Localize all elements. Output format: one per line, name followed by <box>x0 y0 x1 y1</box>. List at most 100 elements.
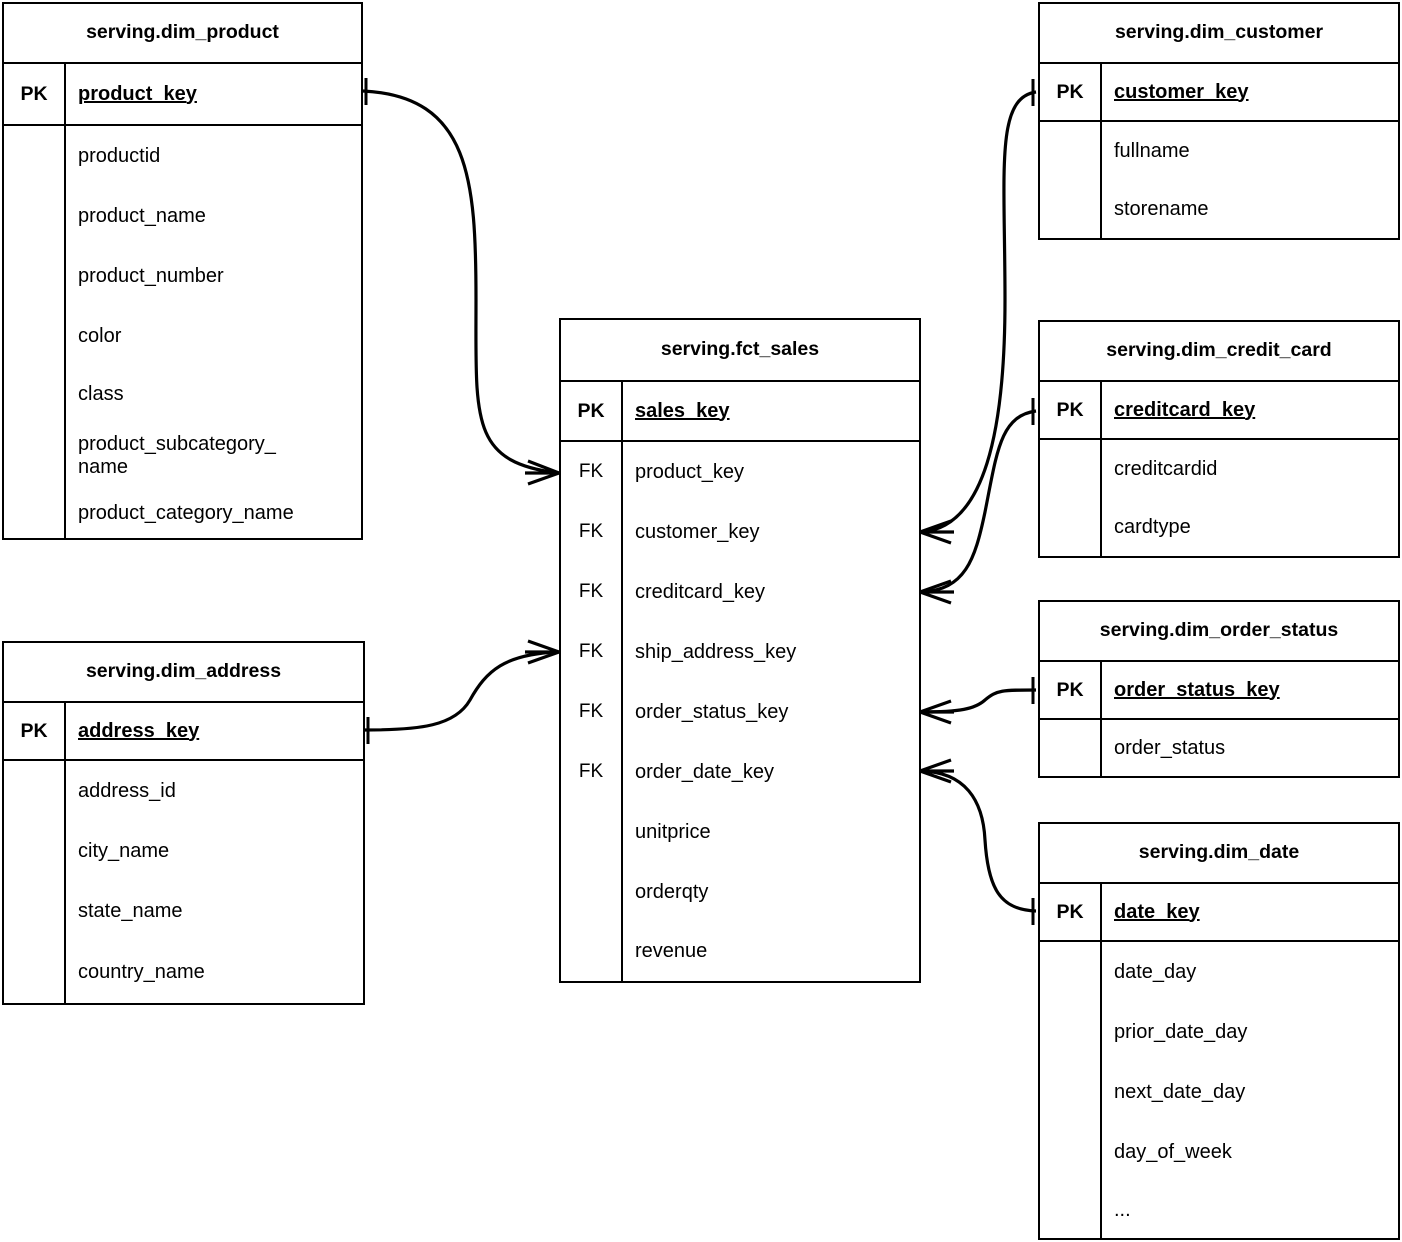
relationship-product-to-sales <box>362 78 560 486</box>
attribute-row: productid <box>78 144 161 167</box>
attribute-name-column: creditcardid cardtype <box>1102 440 1398 556</box>
attribute-row: prior_date_day <box>1114 1020 1248 1043</box>
entity-title: serving.dim_order_status <box>1040 602 1398 662</box>
attribute-row: product_name <box>78 204 206 227</box>
entity-attributes: productid product_name product_number co… <box>4 126 361 538</box>
entity-pk-row[interactable]: PK address_key <box>4 703 363 761</box>
pk-column-name: product_key <box>78 82 197 105</box>
attr-key <box>561 922 621 981</box>
attribute-row: revenue <box>635 940 708 963</box>
attr-key <box>4 488 64 538</box>
attribute-key-column <box>1040 440 1102 556</box>
entity-pk-row[interactable]: PK product_key <box>4 64 361 126</box>
attribute-key-column <box>4 761 66 1003</box>
entity-dim-date[interactable]: serving.dim_date PK date_key date_day pr… <box>1038 822 1400 1240</box>
attribute-name-column: product_key customer_key creditcard_key … <box>623 442 919 981</box>
entity-title: serving.dim_date <box>1040 824 1398 884</box>
crowfoot-sales-date <box>919 758 954 784</box>
attr-key <box>1040 1062 1100 1122</box>
pk-badge: PK <box>1040 382 1102 438</box>
entity-fct-sales[interactable]: serving.fct_sales PK sales_key FK FK FK … <box>559 318 921 983</box>
attribute-row: customer_key <box>635 520 760 543</box>
attr-key <box>1040 440 1100 498</box>
entity-pk-row[interactable]: PK customer_key <box>1040 64 1398 122</box>
entity-attributes: FK FK FK FK FK FK product_key customer_k… <box>561 442 919 981</box>
fk-badge: FK <box>578 761 604 782</box>
attr-key <box>4 246 64 306</box>
fk-badge: FK <box>578 641 604 662</box>
attribute-key-column <box>1040 122 1102 238</box>
pk-badge: PK <box>1040 662 1102 718</box>
attr-key <box>561 802 621 862</box>
pk-column-name: order_status_key <box>1114 678 1280 701</box>
fk-badge: FK <box>578 581 604 602</box>
entity-dim-order-status[interactable]: serving.dim_order_status PK order_status… <box>1038 600 1400 778</box>
attribute-row: address_id <box>78 779 176 802</box>
attr-key <box>4 126 64 186</box>
entity-pk-row[interactable]: PK sales_key <box>561 382 919 442</box>
entity-pk-row[interactable]: PK creditcard_key <box>1040 382 1398 440</box>
fk-badge: FK <box>578 521 604 542</box>
attribute-name-column: address_id city_name state_name country_… <box>66 761 363 1003</box>
crowfoot-sales-customer <box>919 519 954 545</box>
attribute-name-column: fullname storename <box>1102 122 1398 238</box>
entity-pk-row[interactable]: PK date_key <box>1040 884 1398 942</box>
relationship-sales-to-date <box>919 758 1037 925</box>
attr-key <box>4 423 64 488</box>
attribute-row: unitprice <box>635 820 711 843</box>
entity-dim-credit-card[interactable]: serving.dim_credit_card PK creditcard_ke… <box>1038 320 1400 558</box>
entity-title: serving.dim_credit_card <box>1040 322 1398 382</box>
entity-pk-row[interactable]: PK order_status_key <box>1040 662 1398 720</box>
attribute-name-column: date_day prior_date_day next_date_day da… <box>1102 942 1398 1238</box>
entity-dim-product[interactable]: serving.dim_product PK product_key produ… <box>2 2 363 540</box>
entity-dim-address[interactable]: serving.dim_address PK address_key addre… <box>2 641 365 1005</box>
attribute-row: cardtype <box>1114 515 1191 538</box>
attribute-row: orderqty <box>635 880 709 903</box>
attr-key <box>1040 720 1100 776</box>
attribute-row: order_status <box>1114 736 1226 759</box>
attribute-row: day_of_week <box>1114 1140 1232 1163</box>
attribute-row: date_day <box>1114 960 1197 983</box>
relationship-address-to-sales <box>364 639 560 744</box>
pk-column-name: sales_key <box>635 399 730 422</box>
attribute-row: product_key <box>635 460 744 483</box>
attribute-row: state_name <box>78 899 183 922</box>
entity-dim-customer[interactable]: serving.dim_customer PK customer_key ful… <box>1038 2 1400 240</box>
attribute-row: color <box>78 324 122 347</box>
attribute-key-column <box>1040 942 1102 1238</box>
attribute-row: city_name <box>78 839 170 862</box>
attribute-row: order_status_key <box>635 700 789 723</box>
attr-key <box>4 366 64 423</box>
attr-key <box>1040 180 1100 238</box>
attribute-row: product_number <box>78 264 224 287</box>
attr-key <box>4 761 64 821</box>
attr-key <box>4 306 64 366</box>
relationship-sales-to-customer <box>919 79 1037 545</box>
entity-title: serving.fct_sales <box>561 320 919 382</box>
attr-key <box>4 821 64 881</box>
attribute-key-column <box>4 126 66 538</box>
pk-column-name: address_key <box>78 719 200 742</box>
attribute-row: product_subcategory_ name <box>78 433 276 478</box>
crowfoot-sales-product <box>525 459 560 486</box>
entity-attributes: fullname storename <box>1040 122 1398 238</box>
attribute-row: creditcard_key <box>635 580 766 603</box>
fk-badge: FK <box>578 461 604 482</box>
crowfoot-sales-shipaddress <box>525 639 560 665</box>
attribute-key-column <box>1040 720 1102 776</box>
pk-badge: PK <box>1040 884 1102 940</box>
pk-column-name: creditcard_key <box>1114 398 1256 421</box>
entity-attributes: order_status <box>1040 720 1398 776</box>
pk-column-name: customer_key <box>1114 80 1249 103</box>
attribute-name-column: order_status <box>1102 720 1398 776</box>
attr-key <box>4 186 64 246</box>
attr-key <box>4 881 64 941</box>
entity-title: serving.dim_customer <box>1040 4 1398 64</box>
relationship-sales-to-orderstatus <box>919 677 1037 725</box>
attribute-key-column: FK FK FK FK FK FK <box>561 442 623 981</box>
fk-badge: FK <box>578 701 604 722</box>
attribute-row: storename <box>1114 197 1209 220</box>
entity-title: serving.dim_product <box>4 4 361 64</box>
attribute-name-column: productid product_name product_number co… <box>66 126 361 538</box>
